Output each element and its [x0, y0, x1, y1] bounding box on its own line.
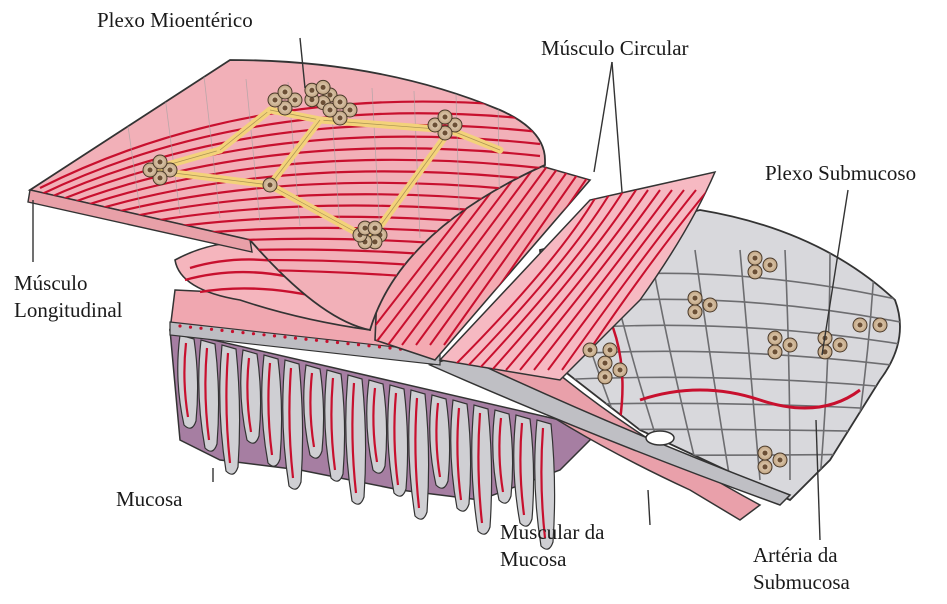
label-mucosa: Mucosa: [116, 486, 183, 513]
label-plexo-mioenterico: Plexo Mioentérico: [97, 7, 253, 34]
label-arteria-da-submucosa: Artéria da Submucosa: [753, 542, 850, 596]
label-muscular-mucosa-line2: Mucosa: [500, 546, 604, 573]
label-muscular-da-mucosa: Muscular da Mucosa: [500, 519, 604, 573]
label-musculo-longitudinal: Músculo Longitudinal: [14, 270, 123, 324]
leader-muscular-mucosa: [648, 490, 650, 525]
leader-musculo-circular-b: [612, 62, 622, 192]
label-arteria-line1: Artéria da: [753, 542, 850, 569]
label-arteria-line2: Submucosa: [753, 569, 850, 596]
label-musculo-longitudinal-line2: Longitudinal: [14, 297, 123, 324]
label-musculo-circular: Músculo Circular: [541, 35, 689, 62]
label-muscular-mucosa-line1: Muscular da: [500, 519, 604, 546]
label-plexo-submucoso: Plexo Submucoso: [765, 160, 916, 187]
label-musculo-longitudinal-line1: Músculo: [14, 270, 123, 297]
leader-musculo-circular-a: [594, 62, 612, 172]
submucosal-artery-lumen: [646, 431, 674, 445]
